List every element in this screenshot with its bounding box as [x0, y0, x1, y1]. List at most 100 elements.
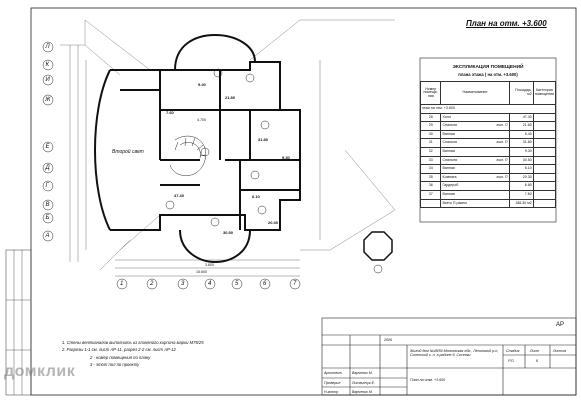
axis-row-label: Д	[45, 165, 50, 171]
stage-label: Стадия	[506, 349, 520, 353]
room-area-label: 7.60	[166, 110, 174, 115]
room-name: Холл	[440, 112, 510, 123]
room-number: 33	[419, 155, 442, 166]
axis-col-label: 1	[120, 281, 124, 287]
dimension-label: 3.600	[205, 263, 214, 267]
note-3: 2 - номер помещения по плану	[90, 355, 151, 360]
sheet-number: 8	[536, 359, 538, 363]
role-label: Н.контр	[324, 390, 339, 394]
axis-col-label: 7	[293, 281, 297, 287]
person-name: Литвинчук Е.	[352, 381, 376, 385]
room-note: жил. П	[496, 174, 508, 179]
axis-row-label: В	[45, 202, 50, 208]
note-2: 2. Разрезы 1-1 см. лист АР-11, разрез 2-…	[62, 347, 176, 352]
explication-subheading: плана этажа ( на отм. +3.600)	[458, 72, 518, 77]
room-area: 7.60	[508, 189, 534, 200]
room-name: Ванная	[440, 129, 510, 140]
axis-col-label: 5	[235, 281, 239, 287]
axis-col-label: 6	[263, 281, 267, 287]
col-name: Наименование	[440, 81, 510, 105]
room-name: Спальня жил. П	[440, 138, 510, 148]
room-name: Ванная	[440, 164, 510, 174]
sheet-code: АР	[556, 322, 565, 328]
room-number: 28	[419, 112, 442, 123]
person-name: Варченко М.	[352, 390, 373, 394]
plan-title: План на отм. +3.600	[466, 19, 547, 28]
total-area: 186.30 м2	[508, 198, 534, 209]
axis-row-label: Г	[45, 183, 49, 189]
col-category: Категория помещения	[532, 81, 557, 105]
section-label: этаж на отм. +3.600	[420, 104, 556, 114]
axis-row-label: Б	[45, 215, 50, 221]
room-area: 30.50	[508, 155, 534, 166]
room-area: 21.80	[508, 121, 534, 131]
dimension-label: 4.700	[197, 118, 206, 122]
axis-row-label: Ж	[45, 97, 51, 103]
room-number: 34	[419, 164, 442, 174]
room-name: Комната жил. П	[440, 172, 510, 183]
explication-table: Номер помеще- ния Наименование Площадь, …	[419, 81, 557, 209]
room-area-label: 47.40	[174, 193, 185, 198]
room-number: 29	[419, 121, 442, 131]
room-note: жил. П	[496, 140, 508, 145]
room-area: 6.10	[508, 164, 534, 174]
second-light-label: Второй свет	[112, 149, 144, 155]
watermark-logo: домклик	[4, 363, 76, 380]
sheet-label: Лист	[530, 349, 540, 353]
room-area-label: 9.40	[198, 82, 206, 87]
room-number: 32	[419, 146, 442, 157]
axis-row-label: К	[45, 62, 50, 68]
room-area-label: 31.80	[258, 137, 269, 142]
room-area-label: 9.30	[282, 155, 290, 160]
note-4: 3 - этот пол по проекту	[90, 362, 140, 367]
room-name: Спальня жил. П	[440, 155, 510, 166]
axis-row-label: И	[45, 77, 50, 83]
room-area-label: 21.80	[225, 95, 236, 100]
explication-header-row: Номер помеще- ния Наименование Площадь, …	[419, 81, 557, 105]
col-area: Площадь, м2	[508, 81, 534, 105]
note-1: 1. Стены вентканалов выполнить из глинян…	[62, 340, 204, 345]
role-label: Архитект	[324, 371, 342, 375]
total-width-dim: 15.600	[196, 270, 207, 274]
stage-value: Р.П.	[508, 359, 515, 363]
room-area: 6.80	[508, 181, 534, 191]
axis-col-label: 4	[208, 281, 212, 287]
room-area-label: 30.50	[223, 230, 234, 235]
room-name: Спальня жил. П	[440, 121, 510, 131]
sheets-label: Листов	[553, 349, 567, 353]
total-label: Всего П рамно	[440, 198, 510, 209]
axis-row-label: Е	[45, 144, 50, 150]
titleblock-year: 2006	[384, 338, 392, 342]
role-label: Проверил	[324, 381, 341, 385]
explication-section-row: этаж на отм. +3.600	[420, 104, 556, 114]
room-name: Гардероб	[440, 181, 510, 191]
room-area: 9.30	[508, 146, 534, 157]
project-address: Жилой дом №48/56 Московская обл., Ленинс…	[410, 349, 499, 358]
room-area: 20.30	[508, 172, 534, 183]
axis-row-label: Л	[45, 44, 50, 50]
room-note: жил. П	[496, 123, 508, 128]
axis-col-label: 3	[181, 281, 185, 287]
axis-row-label: А	[45, 233, 50, 239]
room-area-label: 6.10	[252, 194, 260, 199]
room-name: Ванная	[440, 146, 510, 157]
person-name: Варченко М.	[352, 371, 373, 375]
room-note: жил. П	[496, 157, 508, 162]
room-number: 31	[419, 138, 442, 148]
room-area: 47.40	[508, 112, 534, 123]
room-number: 30	[419, 129, 442, 140]
axis-col-label: 2	[150, 281, 154, 287]
